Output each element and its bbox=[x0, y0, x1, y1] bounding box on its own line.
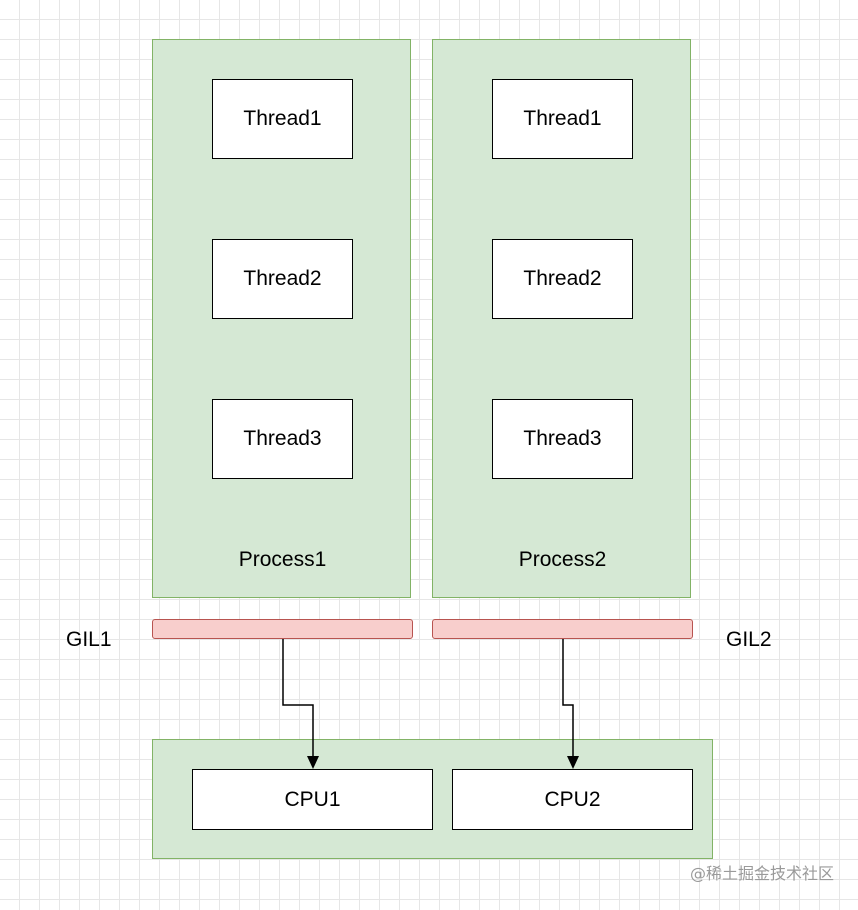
thread-label: Thread2 bbox=[523, 267, 602, 290]
gil1-bar bbox=[152, 619, 413, 639]
gil2-to-cpu2-arrowhead bbox=[567, 756, 579, 769]
process1-thread2-box: Thread2 bbox=[212, 239, 353, 319]
process2-thread1-box: Thread1 bbox=[492, 79, 633, 159]
process2-thread3-box: Thread3 bbox=[492, 399, 633, 479]
gil1-label: GIL1 bbox=[66, 628, 112, 651]
gil2-to-cpu2-arrow bbox=[562, 639, 574, 758]
cpu-label: CPU2 bbox=[544, 787, 601, 811]
process1-thread1-box: Thread1 bbox=[212, 79, 353, 159]
gil2-label: GIL2 bbox=[726, 628, 772, 651]
gil1-to-cpu1-arrowhead bbox=[307, 756, 319, 769]
thread-label: Thread3 bbox=[523, 427, 602, 450]
process2-label: Process2 bbox=[518, 548, 607, 571]
gil2-bar bbox=[432, 619, 693, 639]
gil1-to-cpu1-arrow bbox=[282, 639, 314, 758]
cpu-container: CPU1 CPU2 bbox=[152, 739, 713, 859]
cpu1-box: CPU1 bbox=[192, 769, 433, 830]
thread-label: Thread1 bbox=[523, 107, 602, 130]
process2-container: Thread1 Thread2 Thread3 Process2 bbox=[432, 39, 691, 598]
watermark: @稀土掘金技术社区 bbox=[689, 864, 834, 883]
process1-label: Process1 bbox=[238, 548, 327, 571]
process2-thread2-box: Thread2 bbox=[492, 239, 633, 319]
process1-thread3-box: Thread3 bbox=[212, 399, 353, 479]
thread-label: Thread2 bbox=[243, 267, 322, 290]
cpu-label: CPU1 bbox=[284, 787, 341, 811]
process1-container: Thread1 Thread2 Thread3 Process1 bbox=[152, 39, 411, 598]
thread-label: Thread1 bbox=[243, 107, 322, 130]
thread-label: Thread3 bbox=[243, 427, 322, 450]
cpu2-box: CPU2 bbox=[452, 769, 693, 830]
